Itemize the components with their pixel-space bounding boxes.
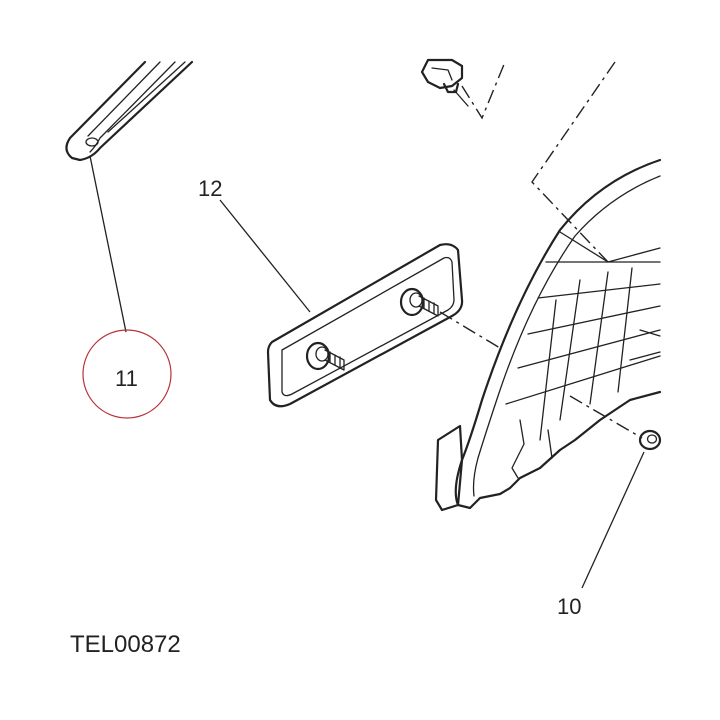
leader-line-10	[581, 451, 645, 589]
part-label-11: 11	[115, 366, 138, 391]
leader-line-12	[219, 199, 311, 313]
cowl-panel-drawing	[434, 158, 662, 512]
fastener-drawing	[420, 58, 469, 107]
centerline-clip	[569, 395, 643, 439]
part-label-10: 10	[557, 594, 581, 619]
wiper-arm-drawing	[65, 60, 194, 162]
diagram-reference-code: TEL00872	[70, 631, 181, 658]
clip-drawing	[638, 429, 662, 451]
part-label-12: 12	[198, 176, 222, 201]
centerline-fastener	[461, 61, 506, 120]
highlight-circle	[82, 329, 172, 419]
centerline-upper	[531, 61, 616, 263]
plinth-seal-drawing	[266, 243, 464, 408]
leader-line-11	[89, 155, 127, 333]
